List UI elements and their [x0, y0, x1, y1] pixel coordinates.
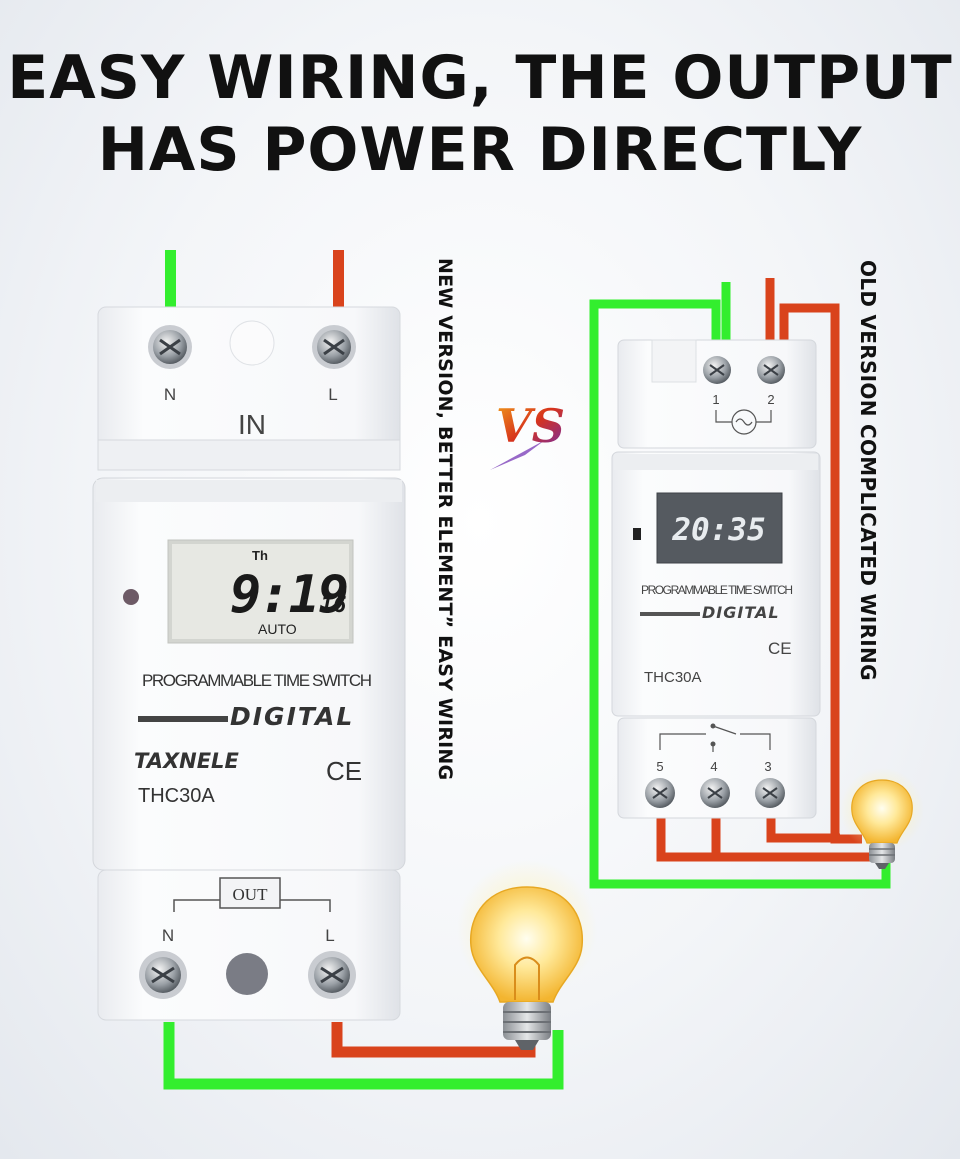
new-lcd-time: 9:19: [230, 565, 347, 625]
new-neutral-wire-top: [165, 250, 176, 320]
new-model-label: THC30A: [138, 785, 215, 807]
new-reset-button: [226, 953, 268, 995]
new-lcd-day: Th: [252, 548, 268, 563]
old-neutral-wire: [589, 282, 891, 889]
new-neutral-wire-bottom: [163, 1022, 564, 1090]
new-digital-logo: DIGITAL: [230, 702, 354, 731]
new-output-label: OUT: [233, 885, 269, 904]
old-terminal-1-label: 1: [712, 392, 719, 407]
new-output-l-label: L: [325, 926, 334, 945]
old-version-device: 1 2 20:35 PROGRAMMABLE TIME SWITCH DIGIT…: [589, 278, 924, 889]
old-terminal-3-label: 3: [764, 759, 771, 774]
new-lcd-seconds: 16: [320, 593, 347, 618]
old-terminal-5-label: 5: [656, 759, 663, 774]
old-ce-mark: CE: [768, 639, 792, 658]
old-lcd-screen: [656, 492, 783, 564]
old-digital-logo: DIGITAL: [702, 603, 780, 622]
new-version-side-text: NEW VERSION, BETTER ELEMENT” EASY WIRING: [434, 258, 456, 781]
old-lcd-time: 20:35: [671, 512, 765, 548]
new-terminal-n-label: N: [164, 385, 176, 404]
new-brand-label: TAXNELE: [134, 749, 239, 773]
old-terminal-4-label: 4: [710, 759, 717, 774]
old-product-caption: PROGRAMMABLE TIME SWITCH: [641, 583, 793, 597]
new-lcd-screen: [172, 544, 349, 639]
new-version-device: N L IN Th 9:19 16 AUTO PROGRAMMABLE TIME…: [92, 250, 597, 1090]
old-model-label: THC30A: [644, 669, 702, 686]
old-live-wire: [765, 278, 862, 844]
old-terminal-2-label: 2: [767, 392, 774, 407]
old-light-bulb: [840, 768, 924, 869]
new-live-wire-bottom: [331, 1022, 536, 1058]
new-output-n-label: N: [162, 926, 174, 945]
new-status-led: [123, 589, 139, 605]
new-light-bulb: [457, 860, 597, 1050]
vs-badge: VS: [490, 399, 565, 470]
new-lcd-mode: AUTO: [258, 621, 297, 637]
headline-line-2: HAS POWER DIRECTLY: [97, 115, 863, 185]
new-input-label: IN: [238, 409, 266, 440]
vs-label: VS: [496, 399, 565, 453]
headline-line-1: EASY WIRING, THE OUTPUT: [7, 43, 953, 113]
new-terminal-l-label: L: [328, 385, 337, 404]
headline: EASY WIRING, THE OUTPUT HAS POWER DIRECT…: [0, 42, 960, 186]
new-product-caption: PROGRAMMABLE TIME SWITCH: [142, 671, 372, 690]
new-live-wire-top: [333, 250, 344, 320]
new-ce-mark: CE: [326, 756, 362, 786]
old-version-side-text: OLD VERSION COMPLICATED WIRING: [856, 260, 880, 681]
